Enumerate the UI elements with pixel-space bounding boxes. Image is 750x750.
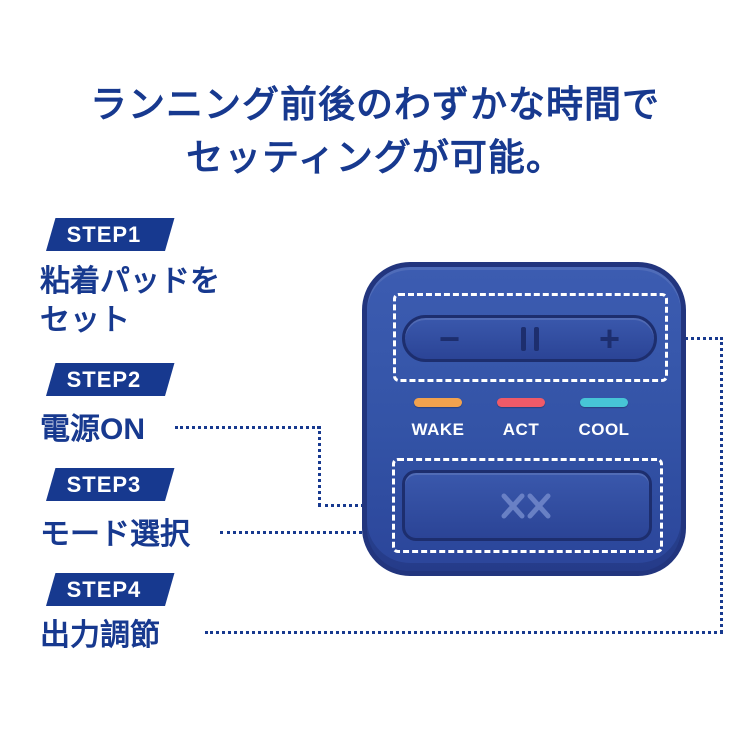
step3-banner: STEP3	[46, 468, 175, 501]
step1-text-line2: セット	[40, 304, 130, 337]
connector-power-to-button	[318, 504, 394, 507]
connector-power-vertical	[318, 426, 321, 506]
brand-logo-icon	[501, 493, 551, 518]
power-button-callout-box	[392, 458, 663, 553]
center-grip-icon	[520, 326, 539, 351]
step1-text: 粘着パッドを セット	[40, 262, 220, 340]
cool-label: COOL	[578, 420, 630, 439]
step4-banner: STEP4	[46, 573, 175, 606]
connector-power-horizontal	[175, 426, 320, 429]
headline: ランニング前後のわずかな時間で セッティングが可能。	[0, 78, 750, 184]
step4-text: 出力調節	[40, 616, 160, 655]
step1-label: STEP1	[66, 221, 142, 247]
step4-label: STEP4	[66, 576, 142, 602]
step1-text-line1: 粘着パッドを	[40, 265, 220, 298]
wake-led	[414, 398, 462, 407]
power-mode-button	[402, 470, 652, 541]
step2-label: STEP2	[66, 366, 142, 392]
connector-output-horizontal	[205, 631, 723, 634]
step3-text: モード選択	[40, 515, 190, 554]
minus-icon: −	[439, 317, 461, 359]
step1-banner: STEP1	[46, 218, 175, 251]
connector-output-to-topbutton	[668, 337, 723, 340]
act-label: ACT	[502, 420, 540, 439]
plus-icon: +	[598, 317, 620, 359]
connector-output-vertical	[720, 337, 723, 633]
step3-text-line1: モード選択	[40, 518, 190, 551]
step2-text: 電源ON	[40, 410, 145, 449]
headline-line1: ランニング前後のわずかな時間で	[90, 84, 660, 125]
cool-led	[580, 398, 628, 407]
intensity-button: − +	[402, 315, 657, 362]
top-button-callout-box	[393, 293, 668, 382]
wake-label: WAKE	[411, 420, 465, 439]
step4-text-line1: 出力調節	[40, 619, 160, 652]
step3-label: STEP3	[66, 471, 142, 497]
step2-banner: STEP2	[46, 363, 175, 396]
act-led	[497, 398, 545, 407]
connector-mode-horizontal	[220, 531, 392, 534]
headline-line2: セッティングが可能。	[186, 137, 564, 178]
step2-text-line1: 電源ON	[40, 413, 145, 446]
device-body: − + WAKE ACT COOL	[362, 262, 686, 576]
